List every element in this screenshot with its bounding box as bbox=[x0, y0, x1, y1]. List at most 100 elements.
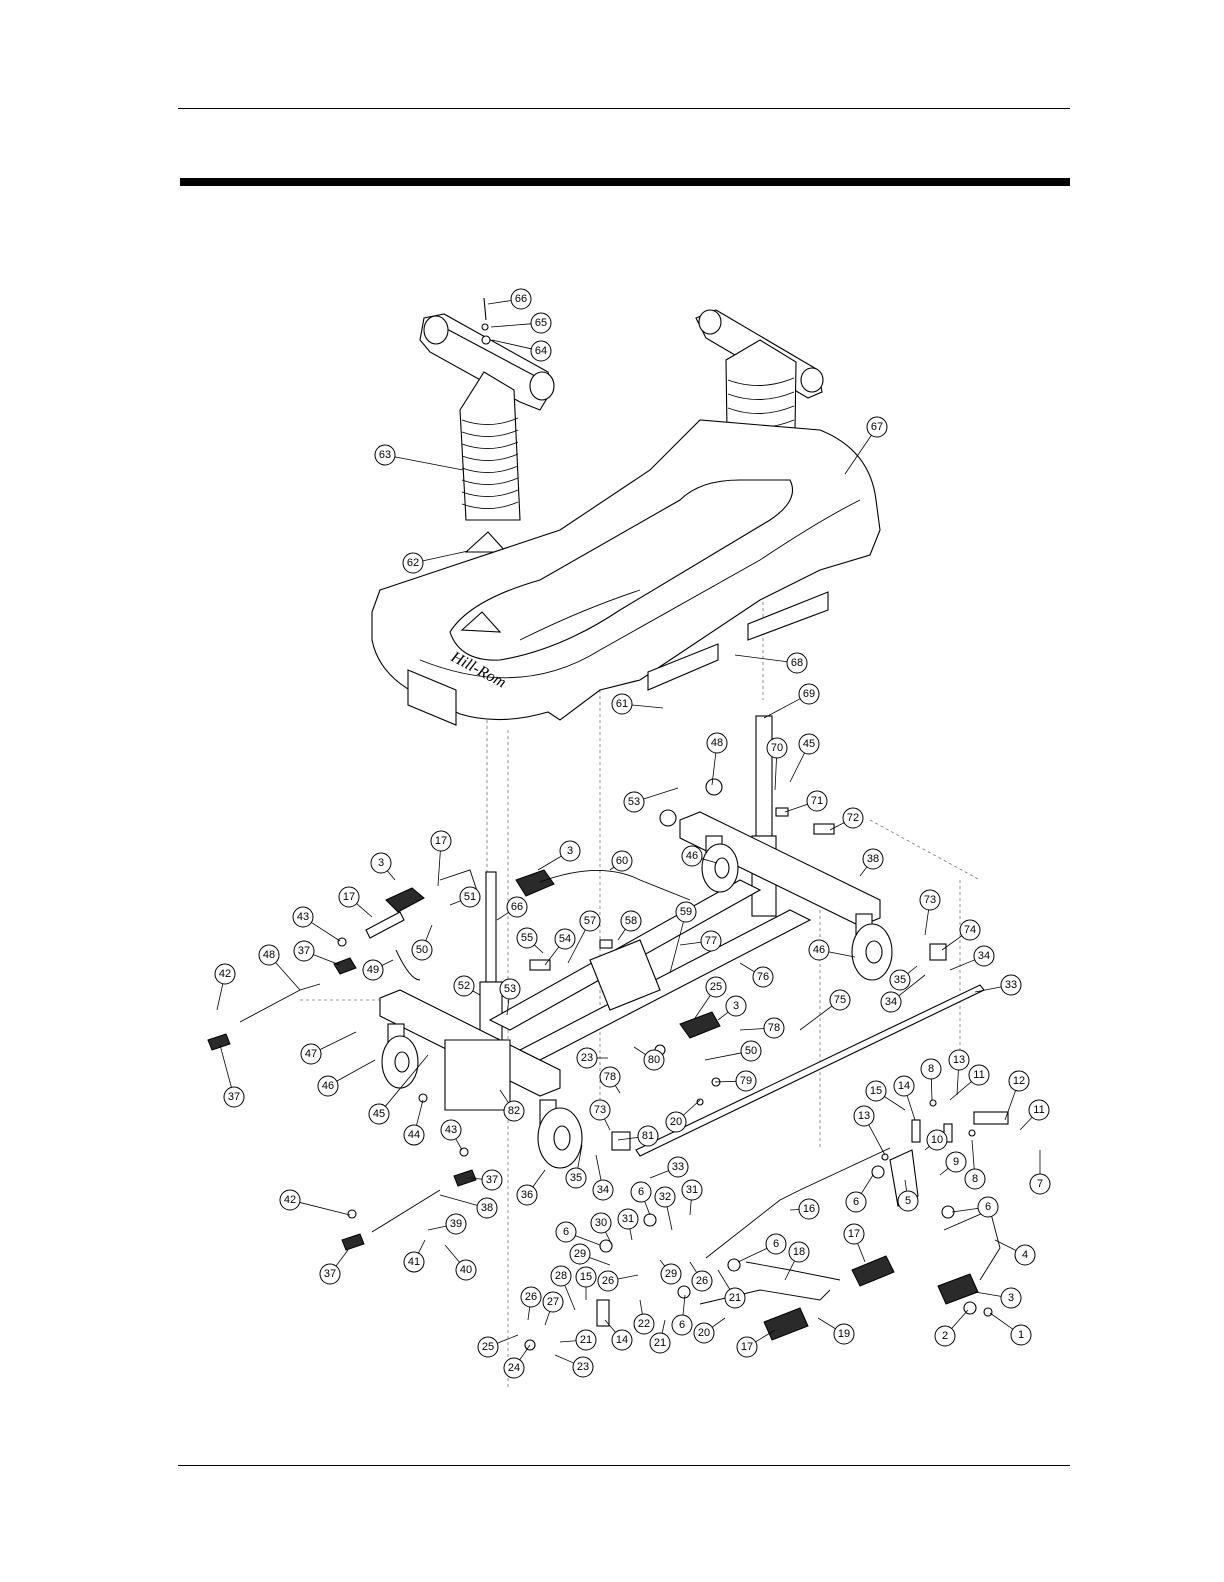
pedal-linkage bbox=[239, 869, 1001, 1305]
callout-number: 12 bbox=[1013, 1075, 1025, 1087]
callout-circle bbox=[973, 945, 995, 967]
callout-number: 8 bbox=[928, 1063, 934, 1075]
callout-6: 6 bbox=[671, 1314, 693, 1336]
callout-number: 49 bbox=[367, 964, 379, 976]
callout-number: 38 bbox=[481, 1202, 493, 1214]
callout-23: 23 bbox=[576, 1047, 598, 1069]
callout-circle bbox=[675, 901, 697, 923]
callout-circle bbox=[705, 976, 727, 998]
callout-circle bbox=[440, 1119, 462, 1141]
callout-leader-78 bbox=[614, 1085, 621, 1094]
callout-73: 73 bbox=[919, 889, 941, 911]
callout-number: 79 bbox=[740, 1075, 752, 1087]
callout-45: 45 bbox=[798, 733, 820, 755]
callout-number: 24 bbox=[508, 1362, 520, 1374]
callout-78: 78 bbox=[763, 1017, 785, 1039]
callout-number: 26 bbox=[525, 1291, 537, 1303]
callout-26: 26 bbox=[597, 1270, 619, 1292]
callout-31: 31 bbox=[617, 1208, 639, 1230]
callout-circle bbox=[1010, 1324, 1032, 1346]
callout-number: 42 bbox=[284, 1194, 296, 1206]
callout-circle bbox=[1000, 1287, 1022, 1309]
callout-circle bbox=[808, 939, 830, 961]
callout-33: 33 bbox=[667, 1156, 689, 1178]
callout-number: 48 bbox=[263, 949, 275, 961]
callout-circle bbox=[559, 840, 581, 862]
callout-circle bbox=[279, 1189, 301, 1211]
callout-6: 6 bbox=[765, 1233, 787, 1255]
callout-circle bbox=[292, 906, 314, 928]
callout-circle bbox=[611, 693, 633, 715]
callout-number: 6 bbox=[563, 1226, 569, 1238]
callout-6: 6 bbox=[630, 1181, 652, 1203]
callout-7: 7 bbox=[1029, 1173, 1051, 1195]
callout-17: 17 bbox=[736, 1336, 758, 1358]
callout-68: 68 bbox=[786, 652, 808, 674]
callout-number: 22 bbox=[638, 1318, 650, 1330]
callout-circle bbox=[889, 969, 911, 991]
callout-4: 4 bbox=[1014, 1244, 1036, 1266]
callout-leaders bbox=[216, 300, 1041, 1364]
callout-circle bbox=[633, 1313, 655, 1335]
callout-8: 8 bbox=[964, 1168, 986, 1190]
callout-15: 15 bbox=[575, 1266, 597, 1288]
callout-number: 59 bbox=[680, 906, 692, 918]
callout-circle bbox=[555, 1221, 577, 1243]
callout-46: 46 bbox=[808, 939, 830, 961]
callout-number: 3 bbox=[733, 1000, 739, 1012]
callout-number: 31 bbox=[622, 1213, 634, 1225]
callout-leader-45 bbox=[789, 752, 805, 783]
pedal-pads bbox=[207, 957, 477, 1251]
callout-70: 70 bbox=[766, 737, 788, 759]
callout-circle bbox=[592, 1179, 614, 1201]
callout-17: 17 bbox=[338, 886, 360, 908]
callout-37: 37 bbox=[293, 940, 315, 962]
callout-number: 33 bbox=[672, 1161, 684, 1173]
callout-leader-37 bbox=[335, 1249, 349, 1267]
callout-11: 11 bbox=[968, 1064, 990, 1086]
callout-circle bbox=[893, 1075, 915, 1097]
callout-circle bbox=[948, 1049, 970, 1071]
callout-circle bbox=[579, 910, 601, 932]
callout-leader-43 bbox=[311, 922, 341, 942]
callout-circle bbox=[920, 1058, 942, 1080]
callout-leader-37 bbox=[469, 1177, 483, 1180]
callout-leader-11 bbox=[1019, 1116, 1033, 1131]
callout-leader-13 bbox=[956, 1069, 959, 1096]
callout-circle bbox=[530, 340, 552, 362]
callout-circle bbox=[445, 1213, 467, 1235]
callout-leader-76 bbox=[739, 962, 755, 973]
callout-circle bbox=[853, 1105, 875, 1127]
callout-50: 50 bbox=[411, 939, 433, 961]
callout-leader-17 bbox=[437, 850, 441, 887]
callout-number: 52 bbox=[458, 980, 470, 992]
callout-number: 73 bbox=[924, 894, 936, 906]
callout-circle bbox=[842, 807, 864, 829]
callout-number: 41 bbox=[408, 1256, 420, 1268]
callout-38: 38 bbox=[862, 848, 884, 870]
callout-34: 34 bbox=[592, 1179, 614, 1201]
callout-45: 45 bbox=[368, 1103, 390, 1125]
callout-leader-14 bbox=[906, 1095, 916, 1121]
callout-leader-24 bbox=[519, 1344, 531, 1361]
callout-leader-65 bbox=[490, 323, 532, 328]
callout-leader-38 bbox=[439, 1194, 478, 1206]
callout-circle bbox=[1014, 1244, 1036, 1266]
callout-36: 36 bbox=[516, 1184, 538, 1206]
callout-circle bbox=[667, 1156, 689, 1178]
callout-number: 46 bbox=[813, 944, 825, 956]
callout-number: 72 bbox=[847, 812, 859, 824]
callout-circle bbox=[516, 1184, 538, 1206]
callout-leader-46 bbox=[828, 951, 856, 958]
callout-15: 15 bbox=[865, 1080, 887, 1102]
callout-number: 6 bbox=[638, 1186, 644, 1198]
left-column-bellows bbox=[459, 371, 521, 553]
callout-11: 11 bbox=[1028, 1099, 1050, 1121]
callout-leader-22 bbox=[639, 1299, 643, 1315]
callout-circle bbox=[740, 1040, 762, 1062]
callout-circle bbox=[788, 1241, 810, 1263]
callout-leader-8 bbox=[930, 1078, 933, 1101]
callout-number: 36 bbox=[521, 1189, 533, 1201]
callout-leader-73 bbox=[604, 1118, 611, 1131]
